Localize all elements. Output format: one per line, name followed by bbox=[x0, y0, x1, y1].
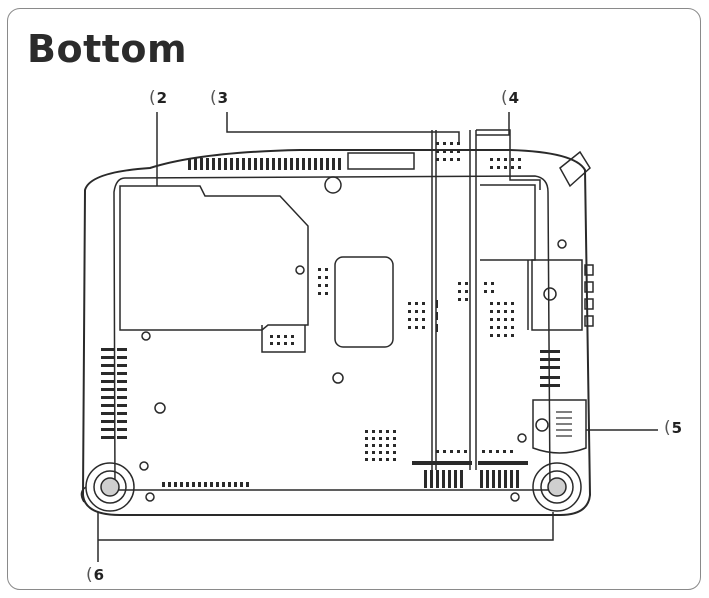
top-right-bracket bbox=[476, 129, 541, 190]
bottom-vent-strip bbox=[162, 482, 249, 487]
lamp-cover-tab bbox=[261, 325, 306, 353]
foot-cover-ribs bbox=[556, 411, 572, 437]
page-title: Bottom bbox=[27, 27, 188, 71]
foot-cover bbox=[532, 399, 587, 454]
lamp-cover-screw bbox=[295, 265, 305, 275]
holes bbox=[139, 239, 567, 471]
projector-inner-outline bbox=[113, 175, 551, 491]
left-side-vents bbox=[101, 348, 127, 439]
connector-screw bbox=[543, 287, 557, 301]
lamp-cover bbox=[119, 185, 309, 331]
lower-dot-grid bbox=[365, 430, 396, 461]
projector-body-outline bbox=[81, 149, 592, 516]
callout-2-number: 2 bbox=[156, 89, 168, 107]
screws bbox=[145, 372, 520, 502]
foot-left-hook bbox=[80, 486, 87, 503]
inner-corner-box bbox=[480, 184, 536, 261]
callout-3-number: 3 bbox=[217, 89, 229, 107]
leader-3 bbox=[226, 112, 460, 142]
leader-4 bbox=[476, 112, 510, 136]
foot-left bbox=[85, 462, 135, 512]
callout-3-bracket: ( bbox=[210, 88, 217, 108]
callout-4: ( 4 bbox=[501, 90, 519, 107]
callout-2-bracket: ( bbox=[149, 88, 156, 108]
foot-right bbox=[532, 462, 582, 512]
leader-6 bbox=[97, 512, 554, 562]
callout-5: ( 5 bbox=[664, 420, 682, 437]
callout-4-number: 4 bbox=[508, 89, 520, 107]
center-dots bbox=[318, 268, 514, 337]
top-screw-hole bbox=[324, 176, 342, 194]
top-vent-grille bbox=[188, 158, 341, 170]
callout-3: ( 3 bbox=[210, 90, 228, 107]
center-access-panel bbox=[334, 256, 394, 348]
corner-tag bbox=[559, 150, 591, 188]
lamp-cover-dots bbox=[270, 335, 294, 345]
mid-vent-dots bbox=[436, 142, 521, 453]
callout-4-bracket: ( bbox=[501, 88, 508, 108]
connector-pins bbox=[584, 264, 594, 327]
callout-6: ( 6 bbox=[86, 567, 104, 584]
right-side-vents bbox=[540, 350, 560, 387]
callout-5-number: 5 bbox=[671, 419, 683, 437]
bottom-vent-blocks bbox=[412, 461, 528, 488]
callout-5-bracket: ( bbox=[664, 418, 671, 438]
callout-6-bracket: ( bbox=[86, 565, 93, 585]
connector-panel bbox=[531, 259, 583, 331]
foot-cover-screw bbox=[535, 418, 549, 432]
vertical-strip-right bbox=[469, 130, 477, 470]
vertical-strip-left bbox=[431, 130, 437, 470]
callout-2: ( 2 bbox=[149, 90, 167, 107]
top-label-plate bbox=[347, 152, 415, 170]
callout-6-number: 6 bbox=[93, 566, 105, 584]
